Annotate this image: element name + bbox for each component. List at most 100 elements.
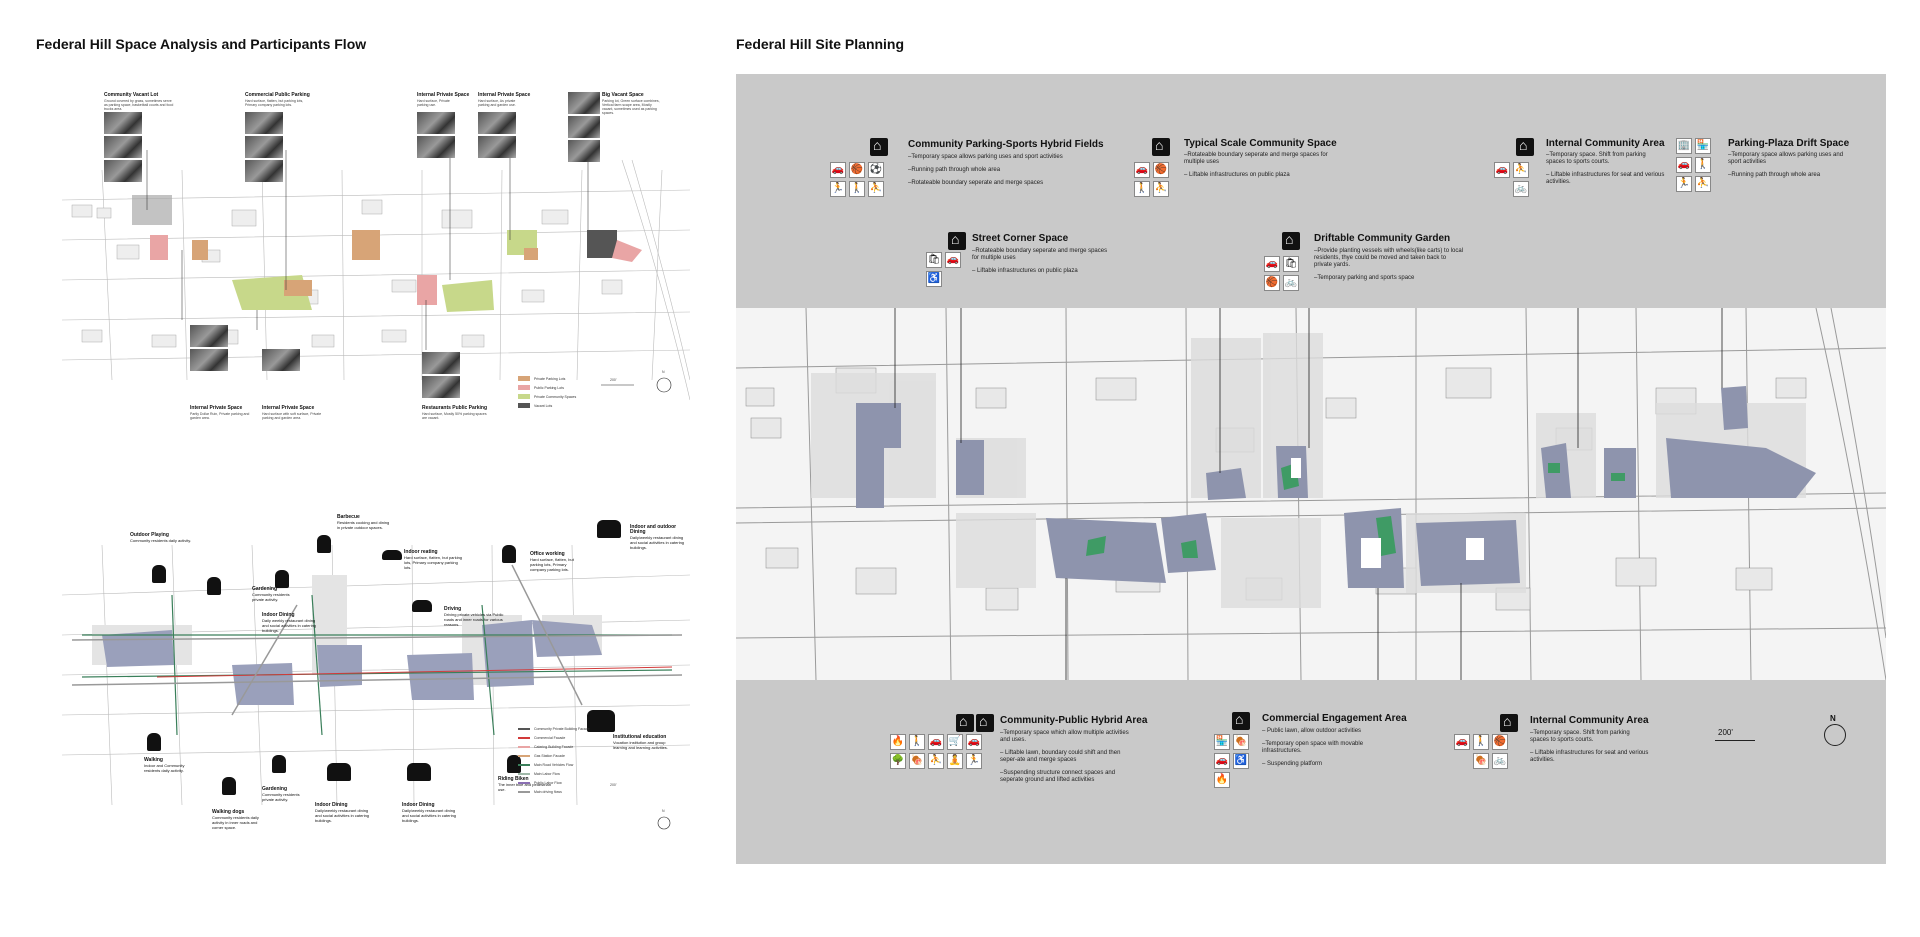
activity-icon-grid: 🛍🚗 ♿ bbox=[926, 252, 961, 287]
activity-icon-grid: 🔥🚶🚗🛒🚗 🌳🍖⛹🧘🏃 bbox=[890, 734, 982, 769]
car-icon: 🚗 bbox=[1134, 162, 1150, 178]
card-note: –Rotateable boundary seperate and merge … bbox=[972, 248, 1108, 261]
person-silhouette-icon bbox=[502, 545, 516, 563]
activity-title: Outdoor Playing bbox=[130, 532, 169, 538]
activity-text: Hard surface, flatten, but parking lots,… bbox=[404, 555, 463, 570]
walking-icon: 🚶 bbox=[909, 734, 925, 750]
shopping-icon: 🛍 bbox=[1283, 256, 1299, 272]
activity-title: Indoor and outdoor Dining bbox=[630, 524, 677, 535]
card-notes: –Temporary space allows parking uses and… bbox=[1728, 152, 1848, 185]
legend-swatch bbox=[518, 755, 530, 757]
card-note: –Rotateable boundary seperate and merge … bbox=[908, 180, 1044, 186]
legend-item: Vacant Lots bbox=[518, 403, 552, 408]
label-community-vacant-lot: Community Vacant Lot bbox=[104, 92, 159, 98]
person-silhouette-icon bbox=[147, 733, 161, 751]
cart-icon: 🛒 bbox=[947, 734, 963, 750]
activity-title: Walking bbox=[144, 757, 163, 763]
photo-vacant-lot-2 bbox=[104, 136, 142, 158]
legend-swatch bbox=[518, 791, 530, 793]
legend-swatch bbox=[518, 385, 530, 390]
desc-community-vacant-lot: Ground covered by grass, sometimes serve… bbox=[104, 99, 174, 111]
label-internal-private-space-3: Internal Private Space bbox=[190, 405, 243, 411]
activity-title: Driving bbox=[444, 606, 462, 612]
photo-big-vacant-3 bbox=[568, 140, 600, 162]
activity-icon-grid: 🚗🏀 🚶⛹ bbox=[1134, 162, 1169, 197]
sports-icon: ⛹ bbox=[1153, 181, 1169, 197]
legend-item: Main Road Vehicles Flow bbox=[518, 763, 573, 767]
card-title: Street Corner Space bbox=[972, 233, 1069, 244]
participants-flow-base-map bbox=[62, 544, 690, 830]
card-note: – Liftable infrastructures on public pla… bbox=[1184, 172, 1290, 178]
person-silhouette-icon bbox=[317, 535, 331, 553]
planning-title: Federal Hill Site Planning bbox=[736, 36, 905, 52]
building-icon: 🏢 bbox=[1676, 138, 1692, 154]
activity-title: Walking dogs bbox=[212, 809, 245, 815]
grill-icon: 🍖 bbox=[909, 753, 925, 769]
home-icon bbox=[976, 713, 994, 732]
person-silhouette-icon bbox=[207, 577, 221, 595]
legend-swatch bbox=[518, 746, 530, 748]
north-arrow-icon bbox=[1824, 724, 1846, 746]
legend-swatch bbox=[518, 728, 530, 730]
site-plan-map bbox=[736, 308, 1886, 680]
home-icon bbox=[870, 137, 888, 156]
car-icon: 🚗 bbox=[1454, 734, 1470, 750]
legend-swatch bbox=[518, 376, 530, 381]
fire-icon: 🔥 bbox=[890, 734, 906, 750]
activity-icon-grid: 🚗⛹ 🚲 bbox=[1494, 162, 1529, 197]
car-icon: 🚗 bbox=[928, 734, 944, 750]
tree-icon: 🌳 bbox=[890, 753, 906, 769]
activity-title: Indoor Dining bbox=[315, 802, 348, 808]
desc-internal-private-space-1: Hard surface, Private parking use. bbox=[417, 99, 450, 107]
activity-text: Driving private vehicles via Public road… bbox=[444, 612, 504, 627]
legend-swatch bbox=[518, 737, 530, 739]
photo-internal-private-1 bbox=[190, 325, 228, 347]
activity-title: Institutional education bbox=[613, 734, 667, 740]
photo-big-vacant-2 bbox=[568, 116, 600, 138]
scale-bar bbox=[1715, 740, 1755, 741]
activity-icon-grid: 🏢🏪 🚗🚶 🏃⛹ bbox=[1676, 138, 1711, 192]
legend-item: Main driving flows bbox=[518, 790, 562, 794]
space-analysis-base-map bbox=[62, 150, 690, 401]
activity-text: Daily/weekly restaurant dining and socia… bbox=[402, 808, 457, 823]
sports-icon: ⛹ bbox=[1695, 176, 1711, 192]
shop-icon: 🏪 bbox=[1214, 734, 1230, 750]
home-icon bbox=[948, 231, 966, 250]
photo-restaurant-parking-2 bbox=[422, 376, 460, 398]
card-note: –Temporary space. Shift from parking spa… bbox=[1530, 730, 1630, 743]
person-silhouette-icon bbox=[407, 763, 431, 781]
desc-restaurants-public-parking: Hard surface, Mostly 50% parking spaces … bbox=[422, 412, 487, 420]
grill-icon: 🍖 bbox=[1473, 753, 1489, 769]
activity-text: Community residents daily activity in in… bbox=[212, 815, 259, 830]
card-notes: – Public lawn, allow outdoor activities … bbox=[1262, 728, 1387, 774]
site-plan-base-map bbox=[736, 308, 1886, 680]
activity-title: Barbecue bbox=[337, 514, 360, 520]
north-label: N bbox=[662, 809, 665, 813]
legend-label: Commercial Facade bbox=[534, 736, 566, 740]
person-silhouette-icon bbox=[597, 520, 621, 538]
card-note: – Suspending platform bbox=[1262, 761, 1323, 767]
person-silhouette-icon bbox=[152, 565, 166, 583]
card-note: – Liftable lawn, boundary could shift an… bbox=[1000, 750, 1121, 763]
card-note: –Temporary space allows parking uses and… bbox=[1728, 152, 1844, 165]
analysis-title: Federal Hill Space Analysis and Particip… bbox=[36, 36, 367, 52]
legend-label: Catering Building Facade bbox=[534, 745, 574, 749]
person-silhouette-icon bbox=[382, 550, 402, 560]
person-silhouette-icon bbox=[222, 777, 236, 795]
legend-item: Commercial Facade bbox=[518, 736, 565, 740]
activity-text: Daily/weekly restaurant dining and socia… bbox=[630, 535, 685, 550]
label-commercial-public-parking: Commercial Public Parking bbox=[245, 92, 310, 98]
